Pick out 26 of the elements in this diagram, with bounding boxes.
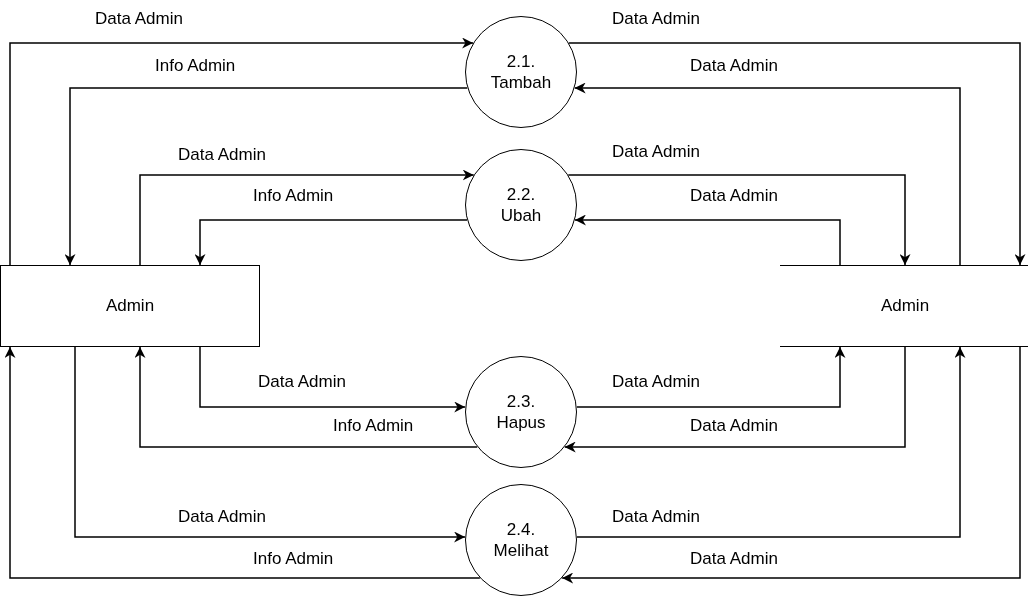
node-label: Admin: [880, 295, 930, 317]
arrow: [568, 42, 1026, 266]
node-label: Melihat: [493, 540, 549, 562]
arrow: [139, 169, 475, 266]
node-label: 2.2.: [506, 183, 536, 205]
arrow: [561, 346, 1021, 584]
node-label: 2.3.: [506, 390, 536, 412]
node-label: Ubah: [500, 205, 542, 227]
arrow: [199, 346, 466, 413]
arrow: [134, 346, 479, 448]
node-label: Tambah: [490, 72, 552, 94]
arrow: [563, 346, 906, 453]
entity-box: [0, 265, 260, 347]
node-label: 2.4.: [506, 518, 536, 540]
data-store: [780, 265, 1028, 347]
arrow: [4, 346, 481, 579]
node-label: Hapus: [496, 412, 546, 434]
arrow: [576, 346, 846, 408]
node-label: Admin: [105, 295, 155, 317]
arrow: [567, 174, 911, 266]
node-label: 2.1.: [506, 50, 536, 72]
arrow: [74, 346, 466, 543]
arrow: [576, 346, 966, 538]
arrow: [573, 82, 961, 266]
arrow: [64, 87, 469, 266]
arrow: [9, 37, 474, 266]
